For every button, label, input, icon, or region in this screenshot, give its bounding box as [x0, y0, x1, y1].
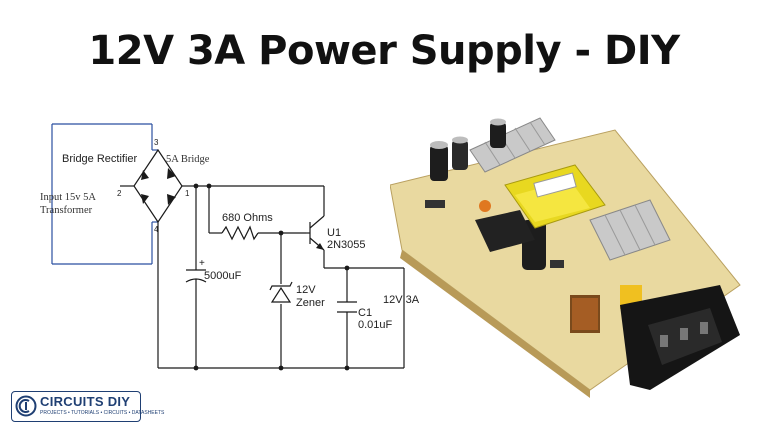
heatsink-left — [469, 117, 556, 173]
transistor-part: 2N3055 — [327, 239, 366, 251]
bridge-pin-3: 3 — [154, 138, 159, 147]
output-capacitor-ref: C1 — [358, 307, 372, 319]
transistor-symbol — [309, 215, 325, 251]
bridge-pin-4: 4 — [154, 225, 159, 234]
output-capacitor-symbol — [337, 301, 357, 313]
transformer — [504, 164, 606, 229]
bridge-part-label: 5A Bridge — [166, 154, 210, 165]
logo-tagline: PROJECTS • TUTORIALS • CIRCUITS • DATASH… — [40, 410, 165, 416]
zener-voltage-label: 12V — [296, 284, 316, 296]
bridge-pin-2: 2 — [117, 189, 122, 198]
logo-name: CIRCUITS DIY — [40, 394, 131, 409]
output-label: 12V 3A — [383, 294, 420, 306]
main-capacitor-label: 5000uF — [204, 270, 242, 282]
transistor-ref: U1 — [327, 227, 341, 239]
bridge-rectifier — [120, 148, 196, 224]
bridge-pin-1: 1 — [185, 189, 190, 198]
zener-diode-symbol — [269, 281, 293, 303]
svg-text:+: + — [199, 258, 205, 269]
logo-mark-icon — [15, 395, 37, 417]
page-title: 12V 3A Power Supply - DIY — [88, 28, 680, 74]
circuit-wires — [157, 185, 405, 369]
resistor-label: 680 Ohms — [222, 212, 273, 224]
output-capacitor-value: 0.01uF — [358, 319, 393, 331]
main-capacitor-symbol: + — [185, 258, 207, 296]
small-components — [425, 200, 564, 268]
circuits-diy-logo[interactable]: CIRCUITS DIY PROJECTS • TUTORIALS • CIRC… — [11, 391, 164, 422]
inductor — [570, 295, 600, 333]
resistor-symbol — [221, 225, 259, 241]
transformer-box — [51, 123, 158, 265]
power-socket — [620, 285, 740, 390]
heatsink-right — [589, 199, 671, 261]
bridge-rectifier-label: Bridge Rectifier — [62, 153, 138, 165]
pcb-board-photo — [390, 117, 741, 398]
black-block — [475, 210, 535, 252]
input-label-line2: Transformer — [40, 205, 93, 216]
input-label-line1: Input 15v 5A — [40, 192, 96, 203]
junction-dots — [193, 183, 350, 371]
zener-label: Zener — [296, 297, 325, 309]
capacitors — [430, 118, 546, 270]
